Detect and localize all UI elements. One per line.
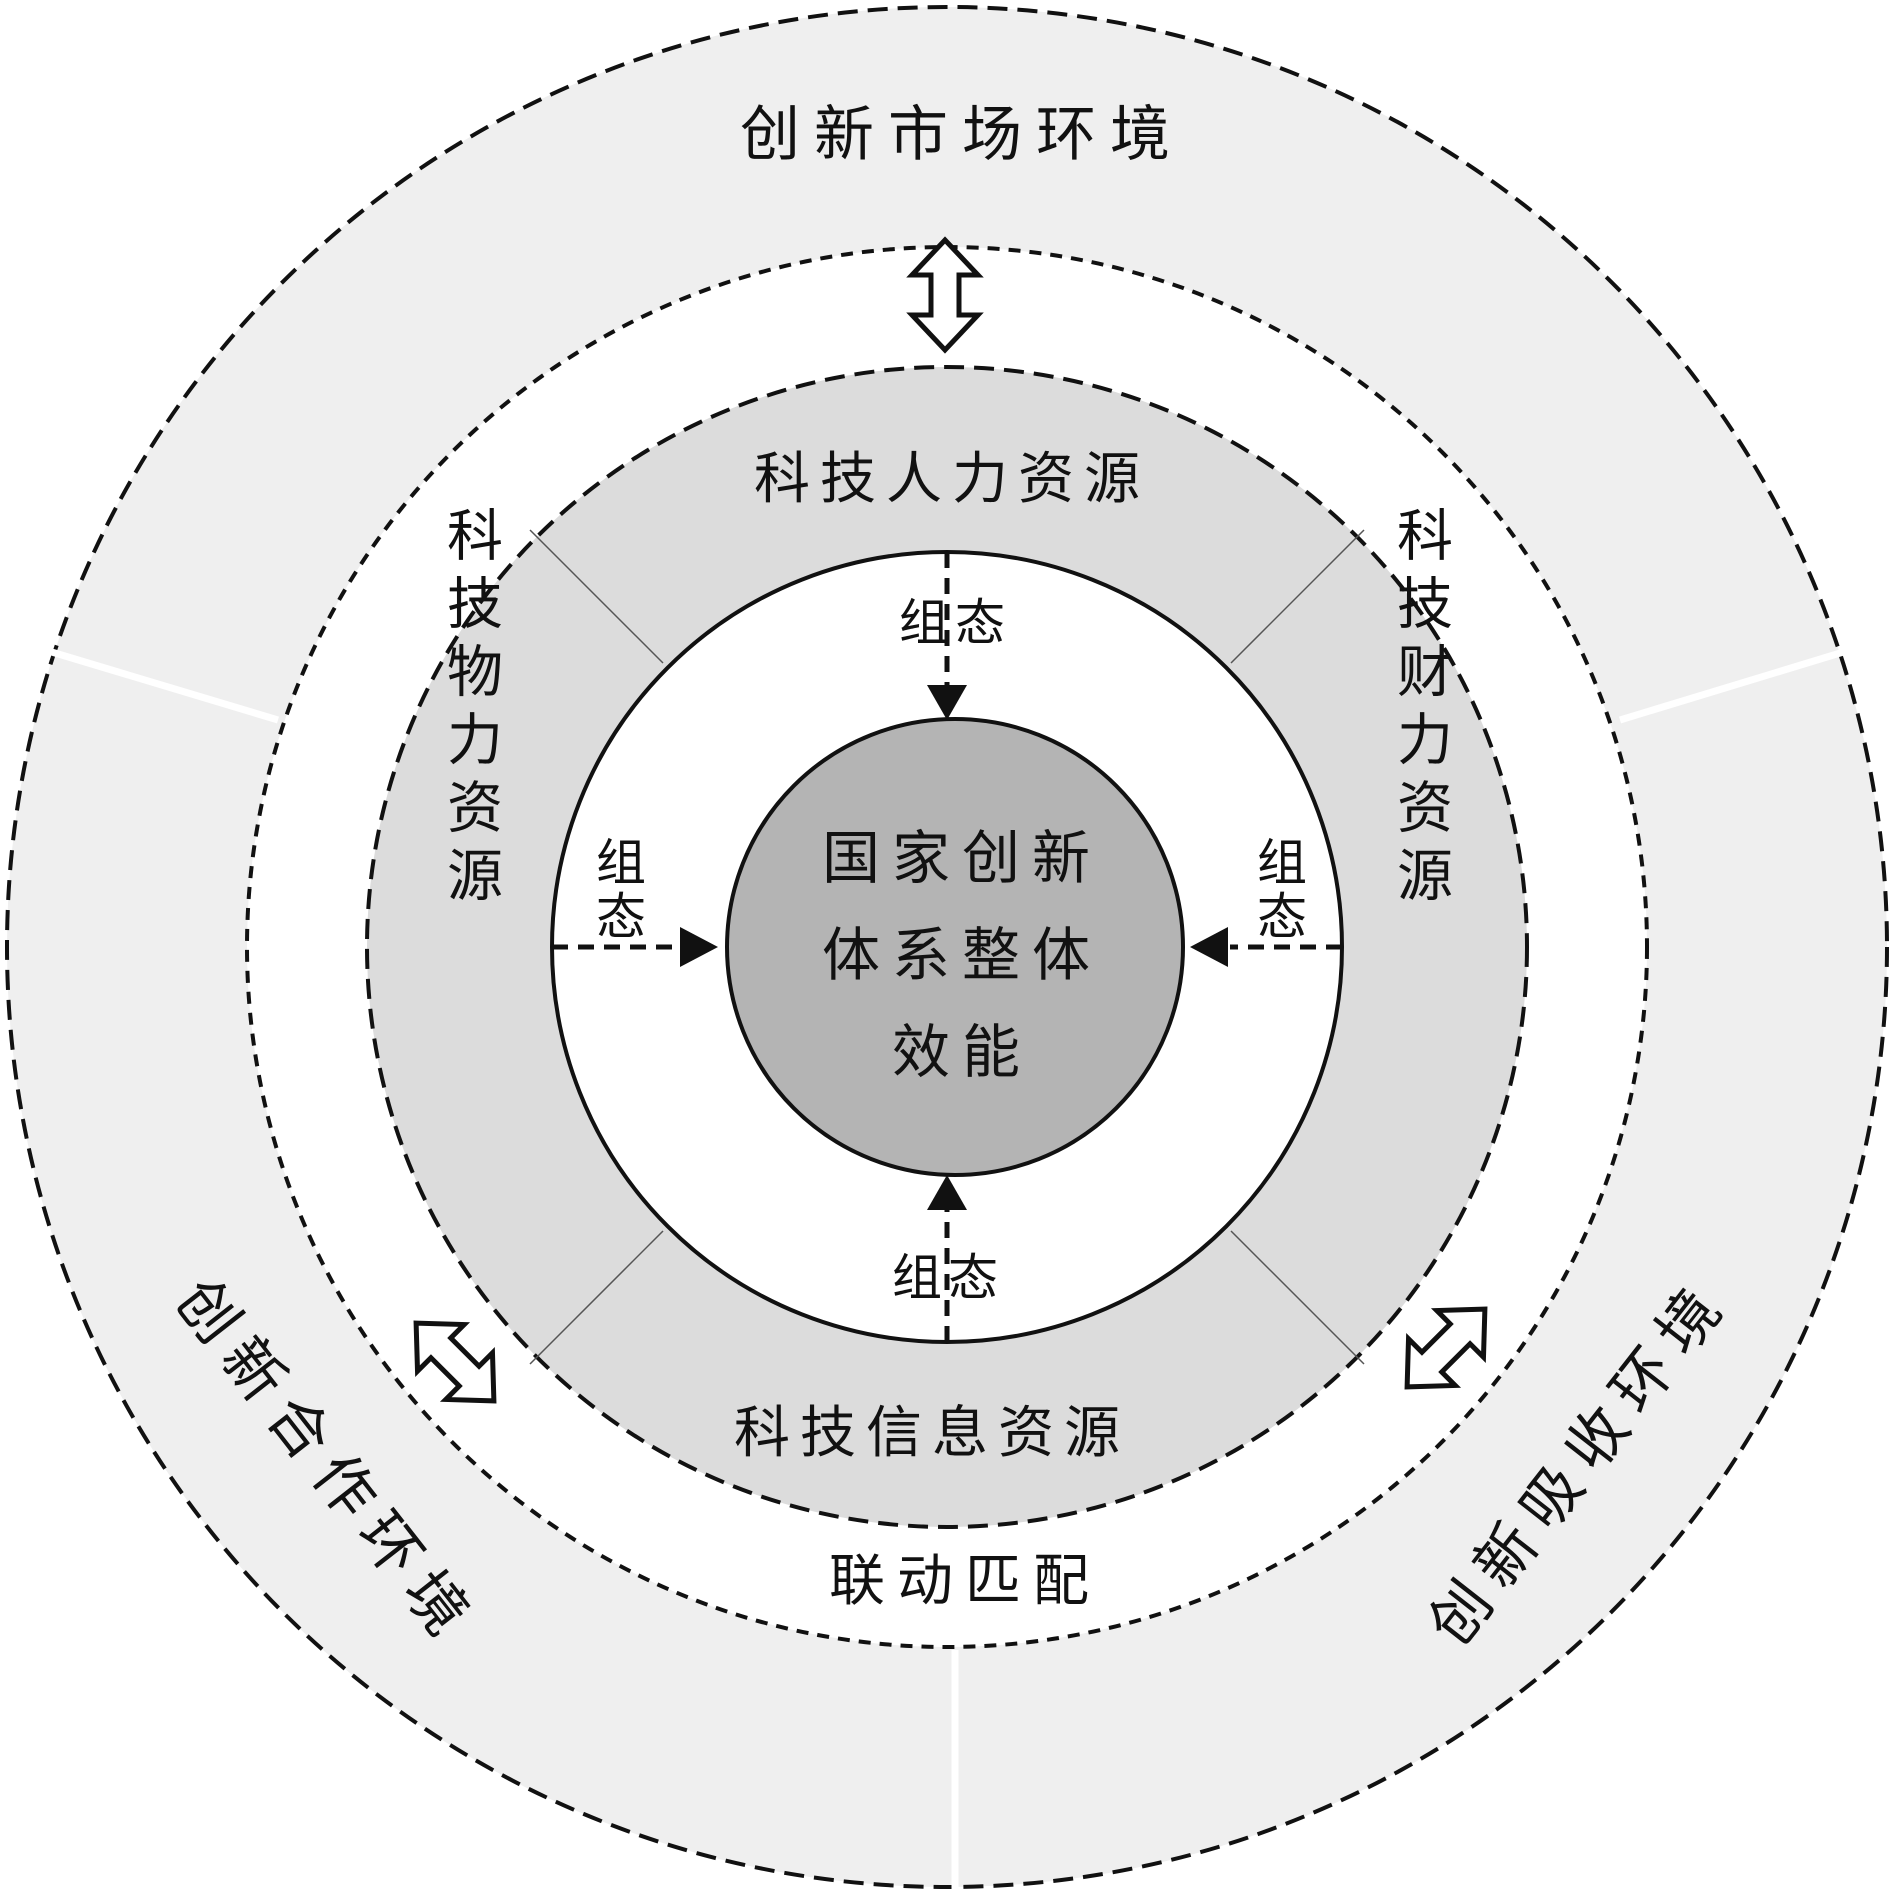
configuration-arrows (552, 552, 1342, 1342)
core-label-line3: 效能 (892, 1018, 1032, 1086)
double-arrow-right (1404, 1306, 1488, 1390)
env-label-market: 创新市场环境 (740, 100, 1184, 170)
double-arrow-top (906, 236, 984, 354)
configuration-arrowheads (680, 685, 1228, 1210)
env-separator-right (1618, 646, 1852, 724)
configuration-label-right: 组态 (1249, 836, 1307, 944)
resource-label-material: 科技物力资源 (438, 506, 503, 914)
arrowhead-up (927, 1175, 967, 1210)
double-arrow-left (413, 1320, 497, 1404)
resource-label-financial: 科技财力资源 (1388, 506, 1453, 914)
configuration-label-top: 组态 (899, 594, 1011, 652)
resource-label-information: 科技信息资源 (734, 1401, 1130, 1466)
core-label-line1: 国家创新 (822, 824, 1102, 892)
resource-divider-br (1230, 1230, 1365, 1365)
resource-divider-tl (529, 529, 664, 664)
core-circle (725, 717, 1185, 1177)
arrowhead-left (1190, 927, 1228, 967)
arrowhead-down (927, 685, 967, 720)
linkage-label: 联动匹配 (829, 1549, 1101, 1614)
env-separator-left (43, 646, 280, 724)
resource-divider-bl (529, 1230, 664, 1365)
core-label-line2: 体系整体 (822, 921, 1102, 989)
resource-label-human: 科技人力资源 (754, 447, 1150, 512)
configuration-label-left: 组态 (588, 836, 646, 944)
resource-divider-tr (1230, 529, 1365, 664)
arrowhead-right (680, 927, 718, 967)
configuration-label-bottom: 组态 (892, 1249, 1004, 1307)
